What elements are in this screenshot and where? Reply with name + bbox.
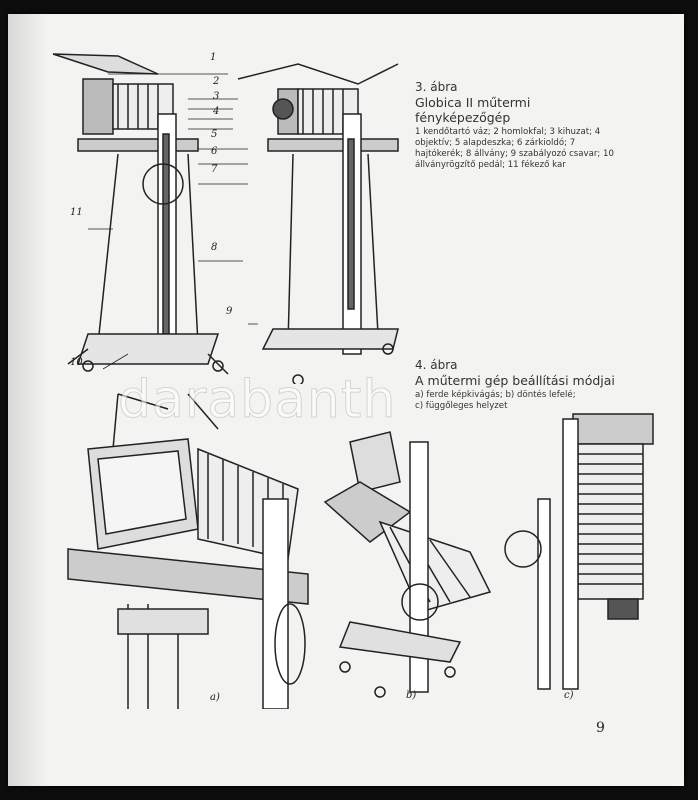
figure-4-number: 4. ábra: [415, 358, 458, 372]
callout-8: 8: [211, 242, 218, 253]
figure-3-title: Globica II műtermi fényképezőgép: [415, 95, 531, 125]
callout-1: 1: [210, 52, 217, 63]
figure-4-legend-line2: c) függőleges helyzet: [415, 401, 508, 411]
panel-label-c: c): [564, 690, 574, 701]
callout-7: 7: [211, 164, 218, 175]
figure-4-title: A műtermi gép beállítási módjai: [415, 373, 615, 388]
callout-3: 3: [213, 91, 220, 102]
figure-4-legend-line1: a) ferde képkivágás; b) döntés lefelé;: [415, 390, 576, 400]
callout-5: 5: [211, 129, 218, 140]
page-number: 9: [596, 720, 605, 736]
callout-6: 6: [211, 146, 218, 157]
figure-3-caption: 3. ábra Globica II műtermi fényképezőgép…: [415, 80, 615, 171]
panel-label-b: b): [406, 690, 417, 701]
page-gutter-shadow: [8, 14, 48, 786]
callout-10: 10: [70, 357, 83, 368]
figure-4a-illustration: [67, 393, 309, 709]
figure-3-illustration: [52, 53, 399, 384]
callout-2: 2: [213, 76, 220, 87]
figure-3-legend: 1 kendőtartó váz; 2 homlokfal; 3 kihuzat…: [415, 127, 614, 170]
callout-4: 4: [213, 106, 220, 117]
watermark: darabanth: [117, 370, 397, 430]
figure-4b-illustration: [323, 431, 492, 698]
callout-11: 11: [70, 207, 83, 218]
callout-9: 9: [226, 306, 233, 317]
panel-label-a: a): [210, 692, 220, 703]
book-page: 1 2 3 4 5 6 7 8 9 10 11 3. ábra Globica …: [8, 14, 684, 786]
figure-3-number: 3. ábra: [415, 80, 458, 94]
figure-4-caption: 4. ábra A műtermi gép beállítási módjai …: [415, 358, 615, 412]
figure-4c-illustration: [504, 413, 654, 690]
